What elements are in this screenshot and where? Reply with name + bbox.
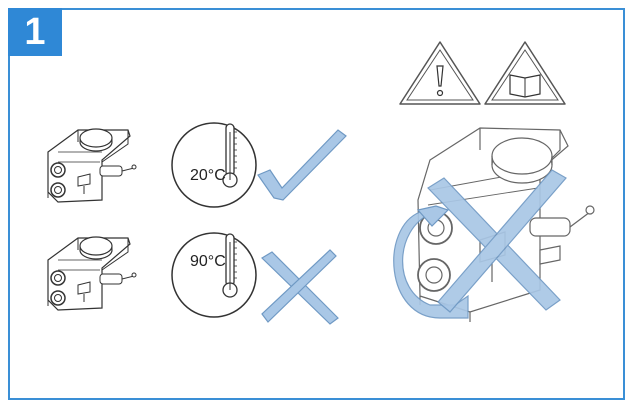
check-mark-icon [257, 129, 347, 201]
temperature-badge-20: 20°C [171, 122, 257, 208]
pump-illustration-bottom [47, 236, 137, 311]
temperature-label-90: 90°C [190, 253, 226, 270]
cross-mark-icon [261, 249, 339, 325]
manual-book-icon [484, 41, 566, 105]
warning-triangle-icon [399, 41, 481, 105]
large-cross-mark-icon [427, 169, 567, 313]
pump-illustration-top [47, 128, 137, 203]
step-number-badge: 1 [8, 8, 62, 56]
temperature-badge-90: 90°C [171, 232, 257, 318]
temperature-label-20: 20°C [190, 167, 226, 184]
rotation-arrow-icon [393, 205, 469, 319]
